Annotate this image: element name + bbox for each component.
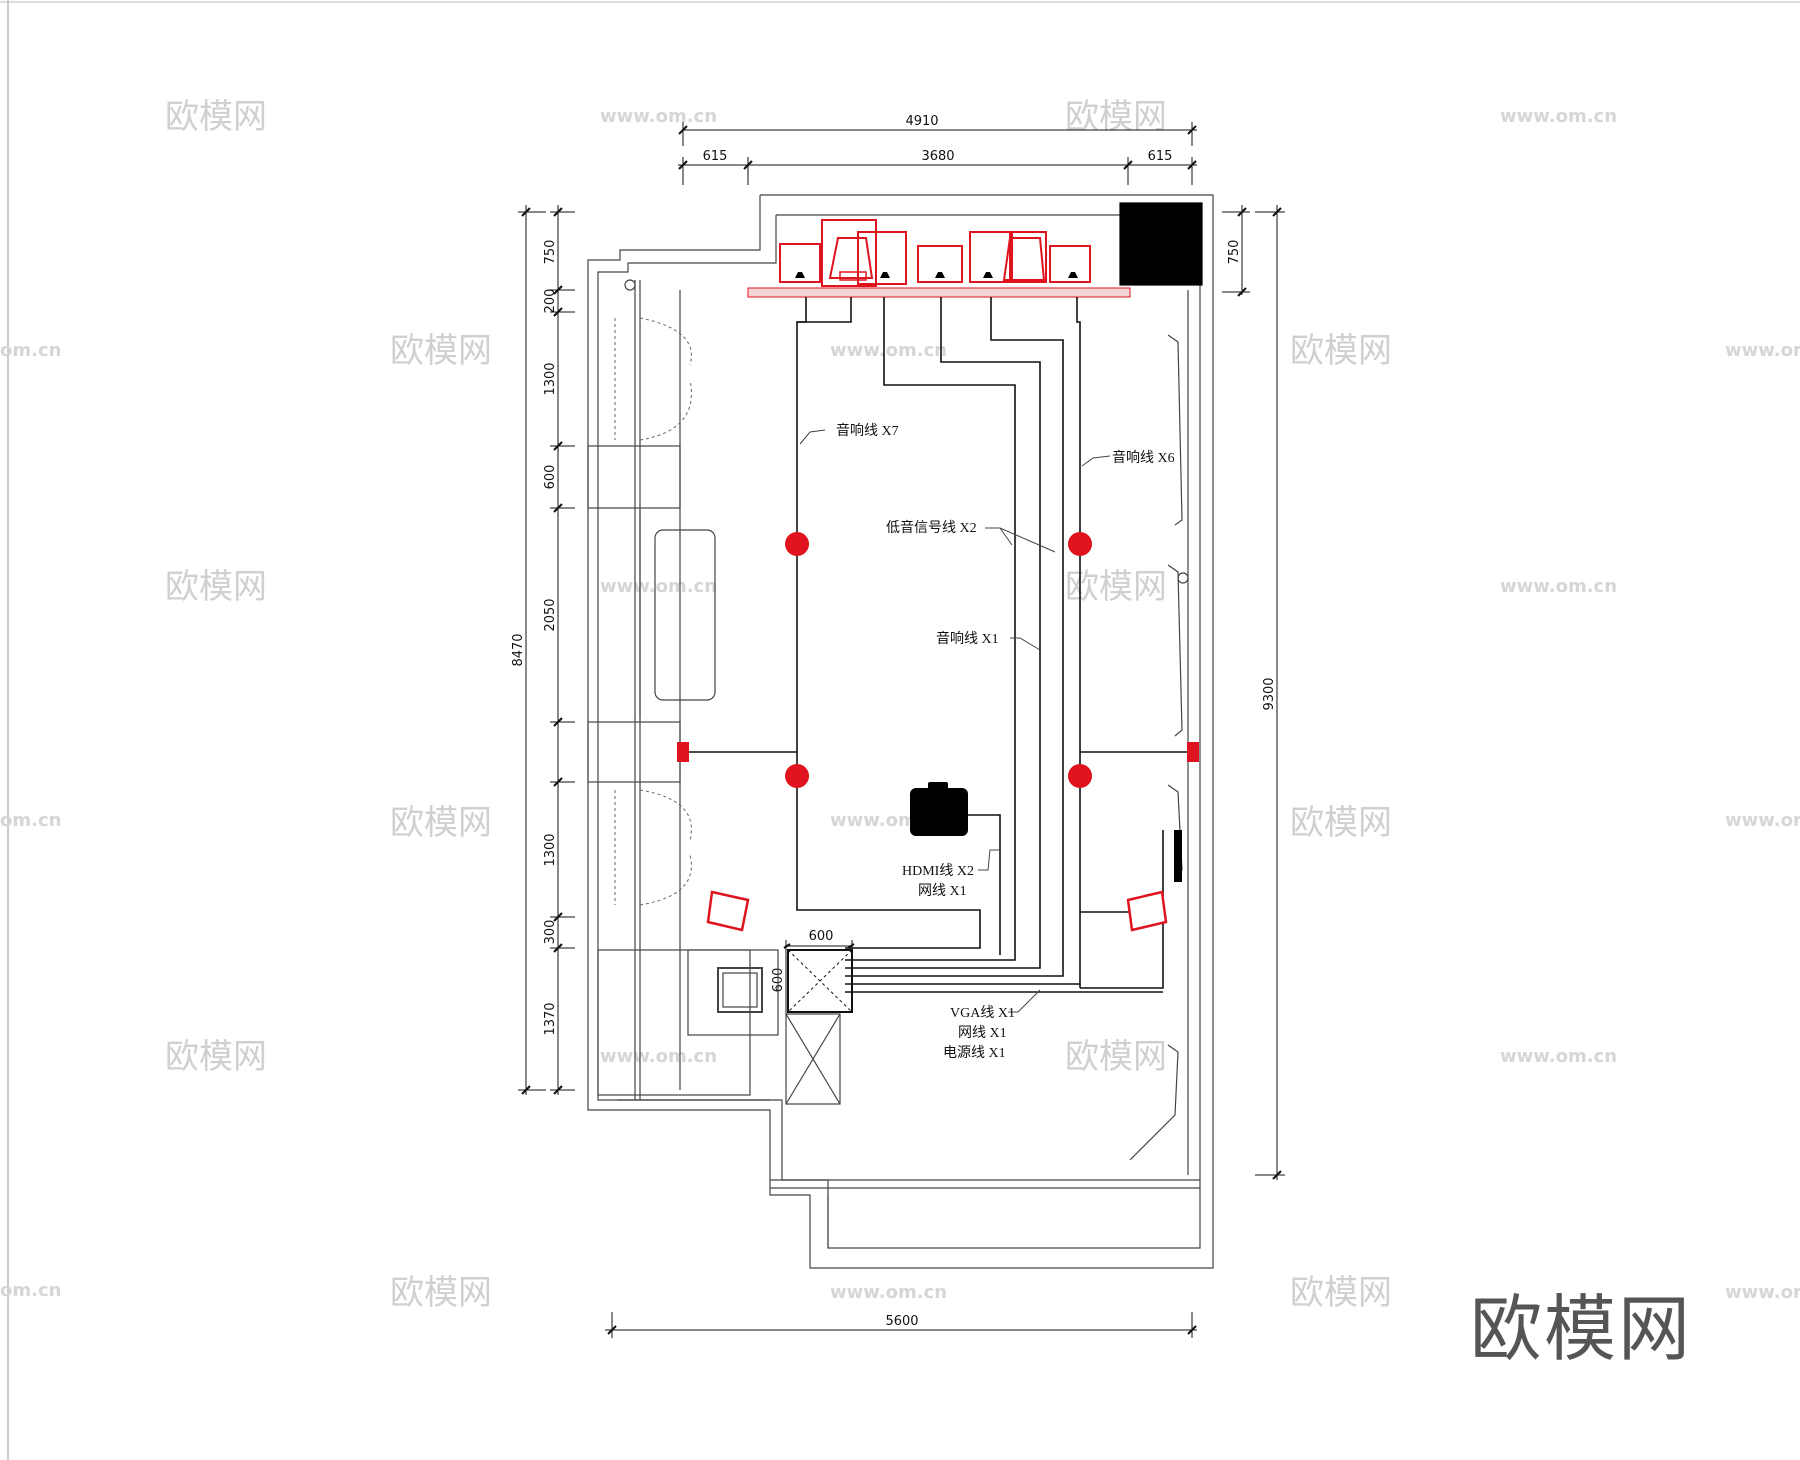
rear-speaker bbox=[706, 890, 750, 932]
watermark-brand: 欧模网 bbox=[165, 1037, 267, 1077]
dim-left-seg: 1370 bbox=[543, 1002, 558, 1035]
dim-box-width: 600 bbox=[809, 929, 834, 944]
dim-top-total: 4910 bbox=[905, 114, 938, 129]
walls bbox=[587, 194, 1214, 1269]
dimension-lines bbox=[518, 122, 1285, 1338]
watermarks: 欧模网 www.om.cn 欧模网 www.om.cn om.cn 欧模网 ww… bbox=[0, 97, 1800, 1313]
speaker-wall-strip bbox=[747, 287, 1131, 298]
wall-segment bbox=[587, 445, 681, 509]
watermark-brand: 欧模网 bbox=[1065, 567, 1167, 607]
watermark-url: www.om.cn bbox=[1500, 1046, 1617, 1067]
label-speaker-x6: 音响线 X6 bbox=[1112, 449, 1175, 466]
dim-left-seg: 1300 bbox=[543, 362, 558, 395]
cable-labels: 音响线 X7 音响线 X6 低音信号线 X2 音响线 X1 HDMI线 X2 网… bbox=[836, 422, 1175, 1061]
dim-top-left: 615 bbox=[703, 149, 728, 164]
label-sub-signal: 低音信号线 X2 bbox=[886, 519, 977, 536]
watermark-url: www.om.cn bbox=[600, 106, 717, 127]
door-arcs bbox=[614, 317, 692, 906]
label-speaker-x1: 音响线 X1 bbox=[936, 630, 999, 647]
watermark-url: www.om.cn bbox=[830, 340, 947, 361]
watermark-url: www.om.cn bbox=[830, 1282, 947, 1303]
watermark-brand: 欧模网 bbox=[390, 331, 492, 371]
dim-left-seg: 300 bbox=[543, 920, 558, 945]
label-power: 电源线 X1 bbox=[943, 1045, 1006, 1061]
subwoofer bbox=[1002, 237, 1046, 281]
watermark-brand: 欧模网 bbox=[1290, 803, 1392, 843]
watermark-url: www.om.cn bbox=[600, 576, 717, 597]
rear-speaker bbox=[1126, 890, 1168, 932]
sofa bbox=[654, 529, 716, 701]
watermark-brand: 欧模网 bbox=[165, 97, 267, 137]
leader-lines bbox=[799, 429, 1111, 1013]
wall-plate bbox=[1187, 742, 1199, 762]
subwoofer bbox=[828, 237, 874, 279]
dim-right-top: 750 bbox=[1227, 240, 1242, 265]
label-net-2: 网线 X1 bbox=[958, 1025, 1007, 1041]
watermark-brand: 欧模网 bbox=[1065, 1037, 1167, 1077]
watermark-url-partial: om.cn bbox=[0, 340, 61, 361]
watermark-brand: 欧模网 bbox=[1065, 97, 1167, 137]
watermark-url: www.om.cn bbox=[1725, 1282, 1800, 1303]
watermark-brand: 欧模网 bbox=[1290, 331, 1392, 371]
dimension-texts: 4910 615 3680 615 8470 750 200 1300 600 … bbox=[511, 114, 1277, 1329]
watermark-brand: 欧模网 bbox=[390, 803, 492, 843]
watermark-url: www.om.cn bbox=[1725, 810, 1800, 831]
watermark-brand: 欧模网 bbox=[165, 567, 267, 607]
cable-routes bbox=[680, 297, 1190, 993]
speaker-box bbox=[1009, 231, 1047, 283]
dim-left-seg: 2050 bbox=[543, 598, 558, 631]
dim-left-seg: 750 bbox=[543, 240, 558, 265]
label-net-1: 网线 X1 bbox=[918, 883, 967, 899]
wall-panel bbox=[1174, 830, 1182, 882]
label-hdmi: HDMI线 X2 bbox=[902, 863, 974, 879]
speaker-box bbox=[969, 231, 1013, 283]
speaker-point bbox=[1068, 532, 1092, 556]
dim-top-right: 615 bbox=[1148, 149, 1173, 164]
dim-left-seg: 600 bbox=[543, 465, 558, 490]
dim-left-seg: 200 bbox=[543, 289, 558, 314]
ceiling-speakers bbox=[677, 532, 1199, 932]
dim-left-seg: 1300 bbox=[543, 833, 558, 866]
dim-top-mid: 3680 bbox=[921, 149, 954, 164]
dim-right-total: 9300 bbox=[1262, 677, 1277, 710]
watermark-brand: 欧模网 bbox=[390, 1273, 492, 1313]
brand-logo-text: 欧模网 bbox=[1470, 1287, 1693, 1371]
watermark-url: www.om.cn bbox=[1500, 106, 1617, 127]
watermark-url-partial: om.cn bbox=[0, 810, 61, 831]
label-vga: VGA线 X1 bbox=[950, 1005, 1015, 1021]
watermark-url-partial: om.cn bbox=[0, 1280, 61, 1301]
speaker-box bbox=[821, 219, 877, 287]
front-speakers bbox=[779, 219, 1091, 287]
label-speaker-x7: 音响线 X7 bbox=[836, 422, 899, 439]
watermark-url: www.om.cn bbox=[1500, 576, 1617, 597]
wall-plate bbox=[677, 742, 689, 762]
speaker-point bbox=[1068, 764, 1092, 788]
watermark-brand: 欧模网 bbox=[1290, 1273, 1392, 1313]
column-block bbox=[1119, 202, 1203, 286]
watermark-url: www.om.cn bbox=[600, 1046, 717, 1067]
watermark-url: www.om.cn bbox=[1725, 340, 1800, 361]
junction-box bbox=[787, 949, 853, 1013]
projector bbox=[910, 782, 968, 836]
dim-bottom-total: 5600 bbox=[885, 1314, 918, 1329]
speaker-point bbox=[785, 532, 809, 556]
dim-left-total: 8470 bbox=[511, 633, 526, 666]
speaker-point bbox=[785, 764, 809, 788]
speaker-box bbox=[857, 231, 907, 285]
wall-segment bbox=[587, 721, 681, 783]
